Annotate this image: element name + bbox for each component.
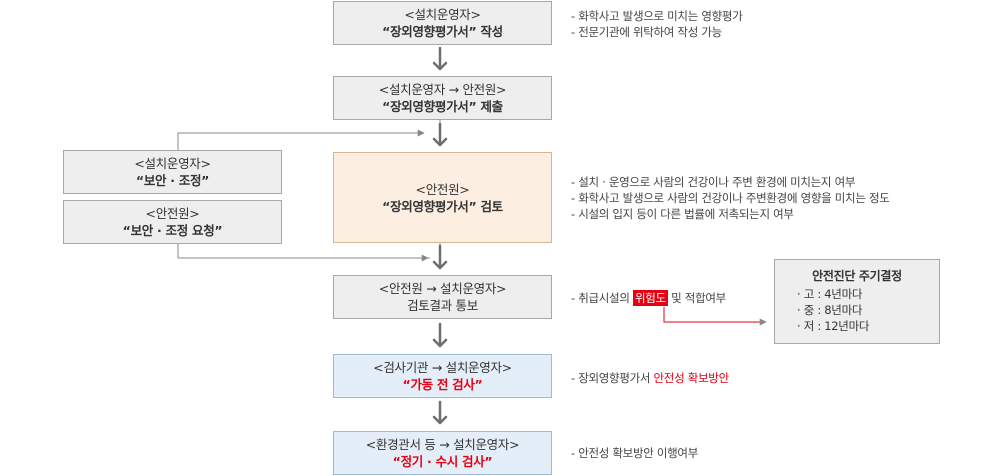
risk-highlight: 위험도 <box>632 290 668 306</box>
step-action: “정기 · 수시 검사” <box>392 454 493 469</box>
side-actor: <안전원> <box>145 206 200 221</box>
note-item: - 장외영향평가서 안전성 확보방안 <box>571 370 729 386</box>
note-prefix: - 취급시설의 <box>571 291 633 305</box>
side-action: “보안 · 조정” <box>135 173 210 188</box>
step-action: “가동 전 검사” <box>402 377 483 392</box>
note-item: - 안전성 확보방안 이행여부 <box>571 446 698 460</box>
cycle-box-title: 안전진단 주기결정 <box>812 269 902 283</box>
side-adjust-box: <설치운영자> “보안 · 조정” <box>63 150 282 194</box>
cycle-item: · 고 : 4년마다 <box>797 287 863 301</box>
step-write-box: <설치운영자> “장외영향평가서” 작성 <box>333 1 552 45</box>
arrow-down-icon <box>432 122 448 147</box>
note-item: - 설치 · 운영으로 사람의 건강이나 주변 환경에 미치는지 여부 <box>571 175 856 189</box>
step-actor: <검사기관 → 설치운영자> <box>373 360 512 375</box>
feedback-return-line <box>177 129 425 150</box>
step-actor: <안전원> <box>415 181 470 197</box>
step-action: “장외영향평가서” 검토 <box>382 198 503 214</box>
note-item: - 전문기관에 위탁하여 작성 가능 <box>571 25 722 39</box>
side-action: “보안 · 조정 요청” <box>122 223 223 238</box>
arrow-down-icon <box>432 322 448 348</box>
cycle-item: · 저 : 12년마다 <box>797 319 870 333</box>
safety-highlight: 안전성 확보방안 <box>653 371 730 385</box>
arrow-down-icon <box>432 400 448 425</box>
arrow-down-icon <box>432 244 448 270</box>
step-actor: <안전원 → 설치운영자> <box>378 281 507 296</box>
step-submit-box: <설치운영자 → 안전원> “장외영향평가서” 제출 <box>333 76 552 120</box>
note-item: - 취급시설의 위험도 및 적합여부 <box>571 290 726 306</box>
step-actor: <설치운영자 → 안전원> <box>378 82 507 97</box>
step3-notes: - 설치 · 운영으로 사람의 건강이나 주변 환경에 미치는지 여부 - 화학… <box>571 174 890 222</box>
step-action: 검토결과 통보 <box>407 298 478 313</box>
step-review-box: <안전원> “장외영향평가서” 검토 <box>333 152 552 243</box>
note-item: - 화학사고 발생으로 미치는 영향평가 <box>571 9 743 23</box>
note-prefix: - 장외영향평가서 <box>571 371 654 385</box>
note-suffix: 및 적합여부 <box>667 291 726 305</box>
step4-notes: - 취급시설의 위험도 및 적합여부 <box>571 290 726 306</box>
side-actor: <설치운영자> <box>134 156 211 171</box>
step1-notes: - 화학사고 발생으로 미치는 영향평가 - 전문기관에 위탁하여 작성 가능 <box>571 8 743 40</box>
step-periodic-inspection-box: <환경관서 등 → 설치운영자> “정기 · 수시 검사” <box>333 431 552 475</box>
step-notify-box: <안전원 → 설치운영자> 검토결과 통보 <box>333 275 552 319</box>
side-request-box: <안전원> “보안 · 조정 요청” <box>63 200 282 244</box>
risk-link-line <box>663 307 767 326</box>
step5-notes: - 장외영향평가서 안전성 확보방안 <box>571 370 729 386</box>
arrow-down-icon <box>432 46 448 71</box>
note-item: - 시설의 입지 등이 다른 법률에 저촉되는지 여부 <box>571 207 794 221</box>
step-action: “장외영향평가서” 작성 <box>382 24 503 39</box>
step-actor: <설치운영자> <box>404 7 481 22</box>
cycle-item: · 중 : 8년마다 <box>797 303 863 317</box>
safety-diagnosis-cycle-box: 안전진단 주기결정 · 고 : 4년마다 · 중 : 8년마다 · 저 : 12… <box>774 259 940 344</box>
step6-notes: - 안전성 확보방안 이행여부 <box>571 445 698 461</box>
step-actor: <환경관서 등 → 설치운영자> <box>365 437 520 452</box>
step-action: “장외영향평가서” 제출 <box>382 99 503 114</box>
step-preop-inspection-box: <검사기관 → 설치운영자> “가동 전 검사” <box>333 354 552 398</box>
cycle-list: · 고 : 4년마다 · 중 : 8년마다 · 저 : 12년마다 <box>775 286 939 334</box>
note-item: - 화학사고 발생으로 사람의 건강이나 주변환경에 영향을 미치는 정도 <box>571 191 890 205</box>
